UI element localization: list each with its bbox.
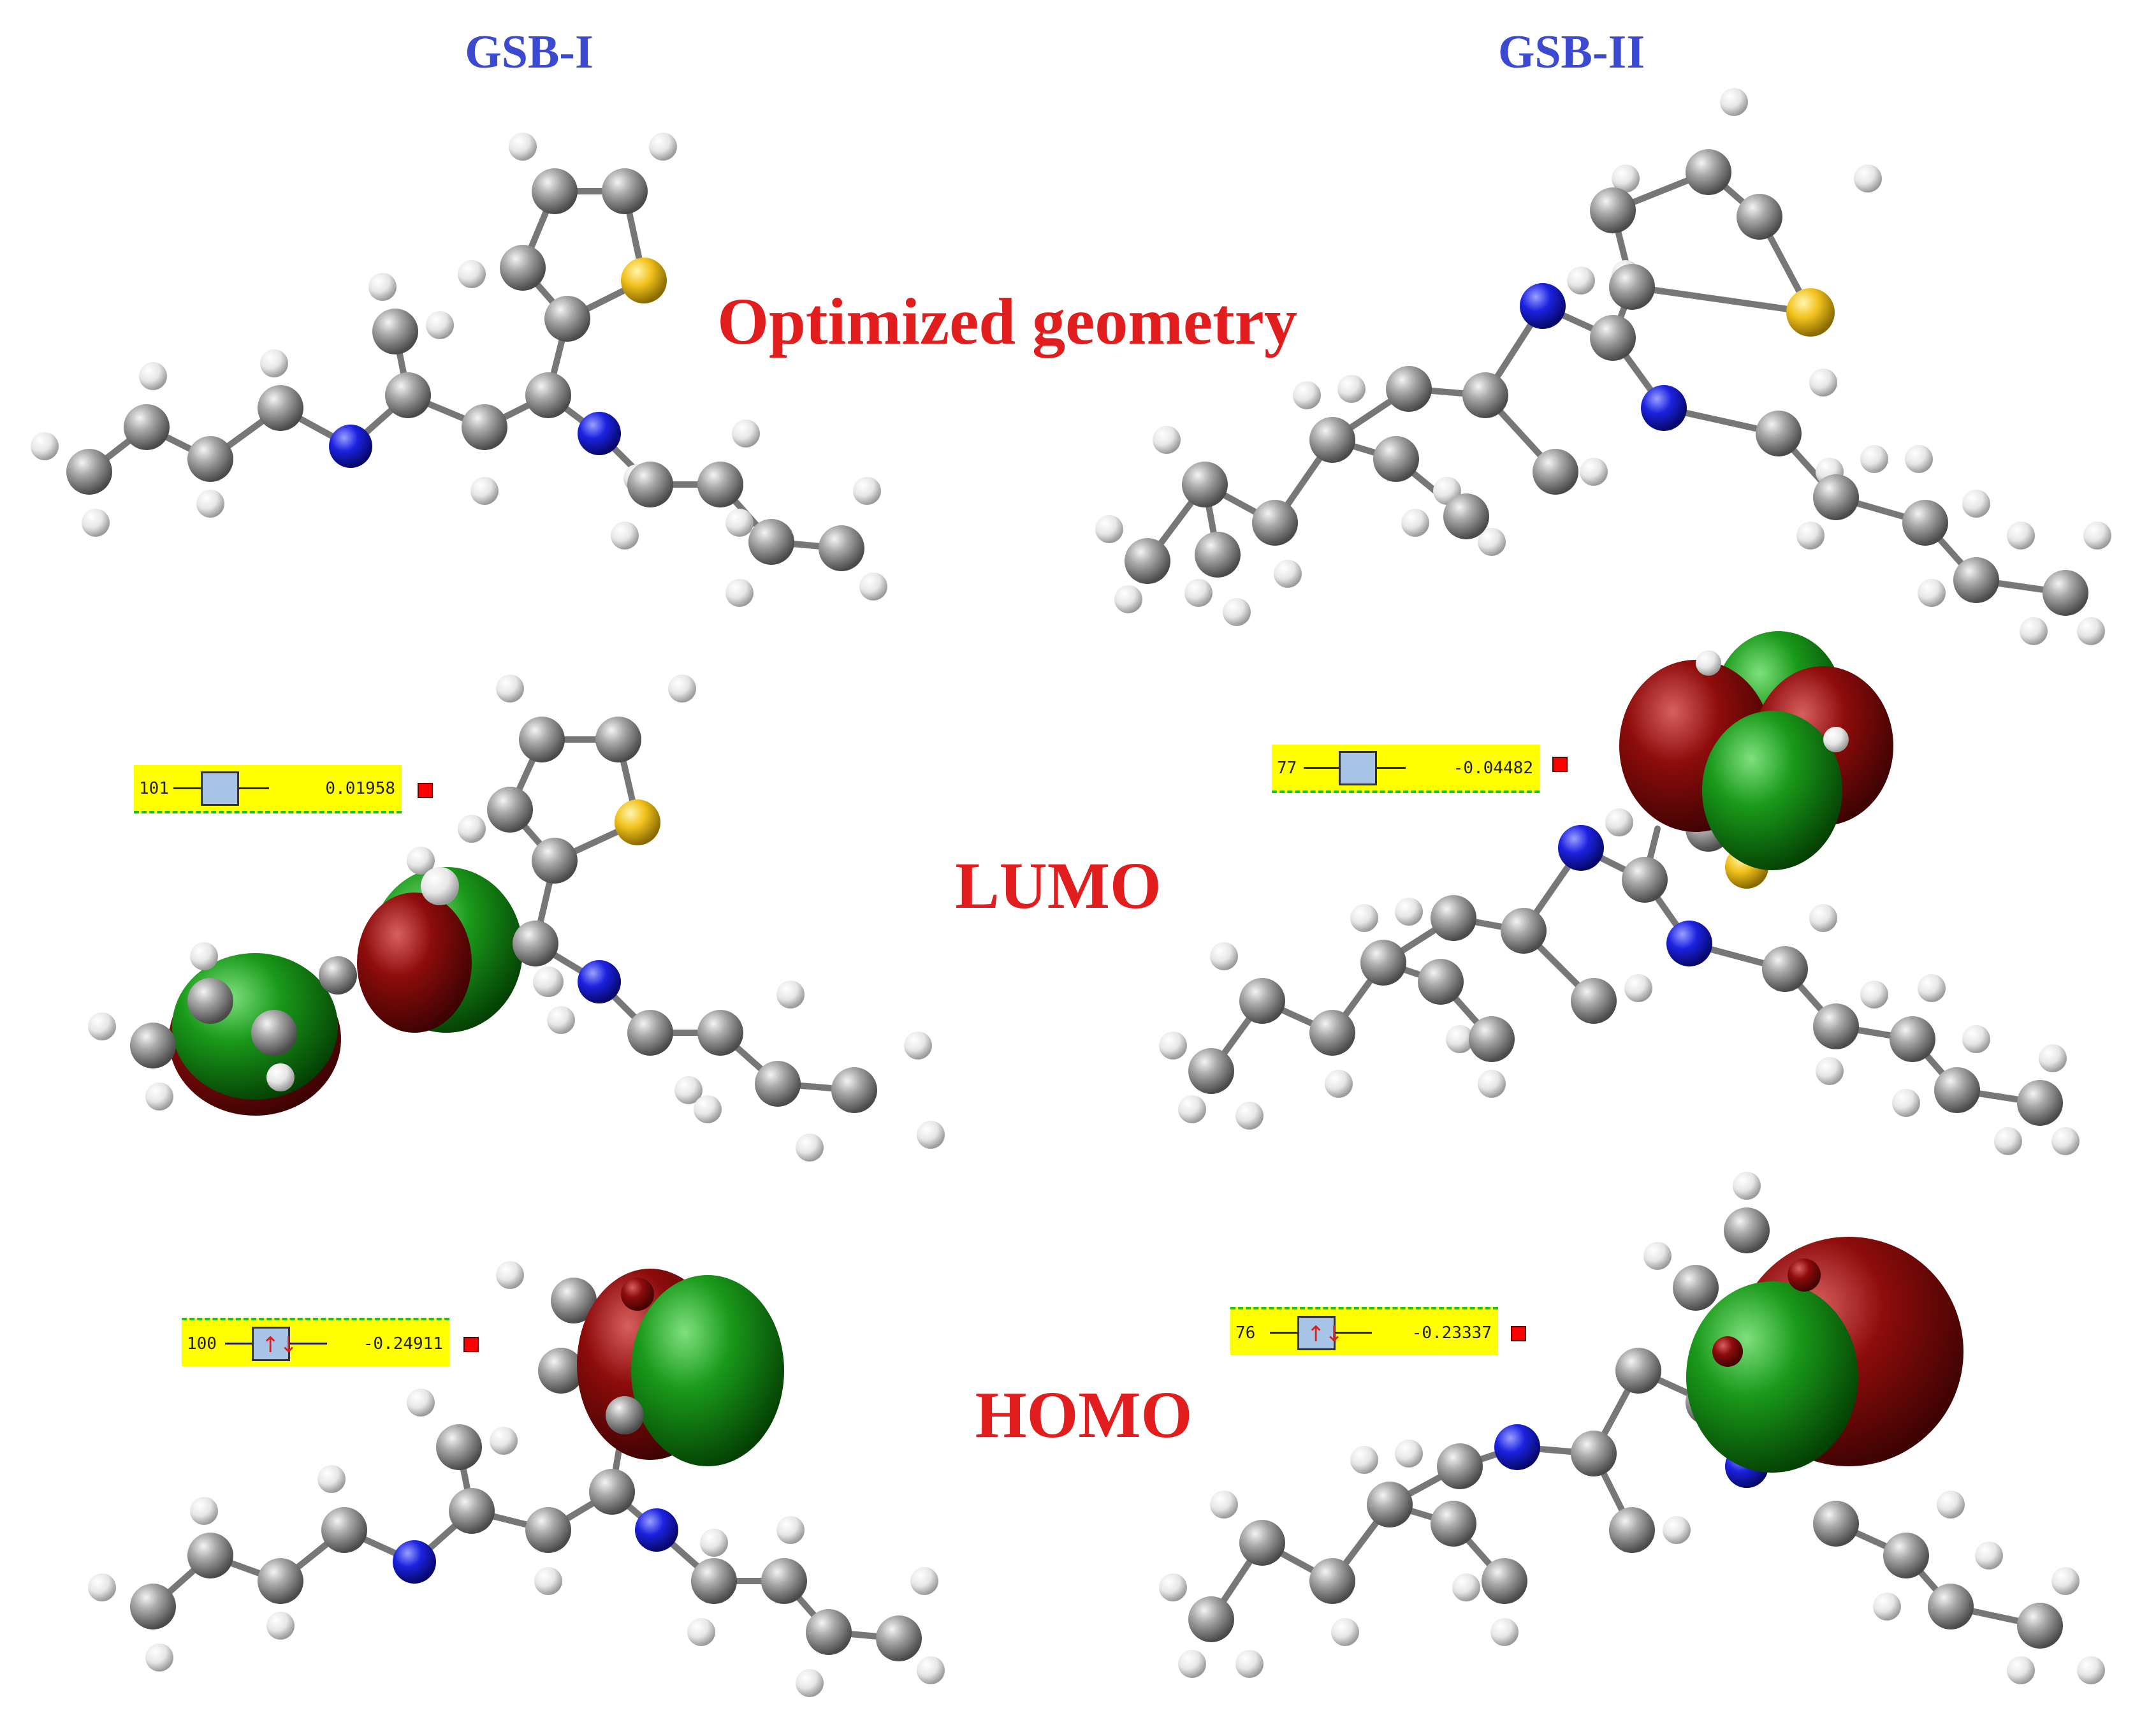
electron-pair-icon: ↑↓ xyxy=(261,1332,298,1358)
gsb1-lumo-orbital-panel[interactable]: 101 0.01958 xyxy=(134,765,402,813)
gsb2-optimized-molecule xyxy=(1095,88,2111,645)
gsb1-lumo-marker[interactable] xyxy=(418,783,433,798)
orbital-level-box[interactable] xyxy=(1339,751,1377,785)
gsb2-homo-molecule xyxy=(1159,1172,2105,1684)
lumo-label: LUMO xyxy=(955,849,1162,922)
gsb2-lumo-marker[interactable] xyxy=(1552,757,1568,772)
orbital-number: 76 xyxy=(1235,1323,1256,1343)
electron-pair-icon: ↑↓ xyxy=(1307,1322,1343,1347)
homo-lobe-green xyxy=(1686,1281,1858,1473)
orbital-energy: -0.24911 xyxy=(363,1334,443,1353)
gsb1-homo-molecule xyxy=(88,1261,945,1697)
lumo-lobe-green-center xyxy=(1702,711,1842,870)
lumo-lobe-red xyxy=(357,893,472,1033)
gsb1-homo-marker[interactable] xyxy=(463,1337,479,1352)
orbital-energy: 0.01958 xyxy=(325,779,395,798)
gsb1-lumo-molecule xyxy=(88,674,945,1162)
orbital-level-box[interactable] xyxy=(201,771,239,806)
orbital-number: 101 xyxy=(139,779,169,798)
orbital-number: 77 xyxy=(1277,759,1297,778)
gsb1-optimized-molecule xyxy=(31,133,887,607)
gsb2-title: GSB-II xyxy=(1497,26,1645,78)
homo-lobe-green xyxy=(631,1275,784,1466)
homo-label: HOMO xyxy=(975,1378,1193,1452)
gsb1-homo-orbital-panel[interactable]: 100 ↑↓ -0.24911 xyxy=(182,1318,449,1366)
gsb2-lumo-orbital-panel[interactable]: 77 -0.04482 xyxy=(1272,745,1540,793)
orbital-energy: -0.23337 xyxy=(1411,1323,1492,1343)
gsb1-title: GSB-I xyxy=(465,26,594,78)
gsb2-homo-orbital-panel[interactable]: 76 ↑↓ -0.23337 xyxy=(1230,1307,1498,1355)
orbital-level-box[interactable]: ↑↓ xyxy=(252,1327,298,1361)
orbital-energy: -0.04482 xyxy=(1453,759,1533,778)
orbital-level-box[interactable]: ↑↓ xyxy=(1297,1316,1343,1350)
gsb2-lumo-molecule xyxy=(1159,631,2080,1155)
orbital-number: 100 xyxy=(187,1334,217,1353)
optimized-geometry-label: Optimized geometry xyxy=(717,285,1297,358)
gsb2-homo-marker[interactable] xyxy=(1511,1326,1526,1341)
